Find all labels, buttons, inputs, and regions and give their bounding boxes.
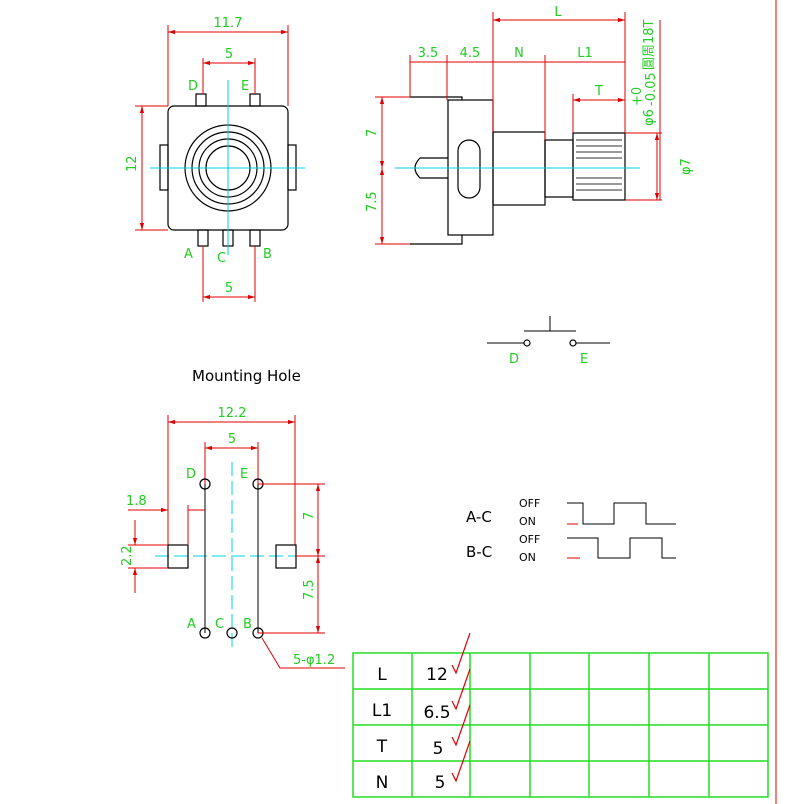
dim-T: T (594, 84, 603, 99)
dim-phi6: φ6 (642, 109, 657, 126)
dim-pin-bottom: 5 (225, 281, 233, 296)
side-view: L 3.5 4.5 N L1 T 7 7.5 φ7 φ6 +0 -0.05 圓周… (365, 5, 694, 245)
table-cell-name: N (376, 773, 389, 793)
dim-N: N (514, 46, 524, 61)
dim-7-5: 7.5 (365, 191, 380, 212)
check-marks (451, 632, 471, 783)
waveform: A-C OFF ON B-C OFF ON (466, 497, 676, 564)
table-cell-value: 6.5 (423, 703, 450, 723)
dim-3-5: 3.5 (418, 46, 439, 61)
dim-width: 11.7 (214, 16, 243, 31)
hole-label-c: C (215, 617, 224, 632)
tolerance-lower: -0.05 (644, 72, 659, 106)
pin-label-a: A (184, 247, 193, 262)
table-cell-name: L1 (372, 701, 392, 721)
pin-label-b: B (263, 247, 272, 262)
tolerance-upper: +0 (630, 87, 645, 106)
dim-12-2: 12.2 (218, 406, 247, 421)
pin-label-c: C (217, 251, 226, 266)
dim-7: 7 (365, 129, 380, 137)
waveform-on: ON (519, 515, 536, 528)
waveform-on: ON (519, 551, 536, 564)
switch-label-e: E (580, 352, 588, 367)
dim-1-8: 1.8 (126, 494, 147, 509)
waveform-label-bc: B-C (466, 543, 492, 561)
dim-height: 12 (125, 155, 140, 172)
table-cell-value: 5 (433, 739, 444, 759)
switch-symbol: D E (487, 316, 610, 367)
waveform-off: OFF (519, 497, 540, 510)
dim-phi7: φ7 (679, 158, 694, 175)
mounting-title: Mounting Hole (192, 367, 301, 385)
dim-7: 7 (302, 512, 317, 520)
table-cell-value: 12 (426, 665, 448, 685)
dim-4-5: 4.5 (460, 46, 481, 61)
pin-label-e: E (241, 79, 249, 94)
hole-label-e: E (240, 467, 248, 482)
hole-label-d: D (186, 467, 196, 482)
dim-7-5: 7.5 (302, 579, 317, 600)
knurl-note: 圓周18T (642, 19, 657, 70)
hole-label-b: B (243, 617, 252, 632)
table-cell-name: T (376, 737, 388, 757)
dim-L1: L1 (577, 46, 593, 61)
dim-L: L (554, 5, 562, 20)
waveform-off: OFF (519, 533, 540, 546)
mounting-hole-view: Mounting Hole 12.2 5 D E A C B 1.8 2.2 7… (120, 367, 345, 669)
dim-2-2: 2.2 (120, 545, 135, 566)
dim-pin-top: 5 (225, 47, 233, 62)
dim-holes: 5-φ1.2 (293, 653, 335, 668)
switch-label-d: D (509, 352, 519, 367)
table-cell-value: 5 (435, 773, 446, 793)
waveform-label-ac: A-C (466, 508, 492, 526)
hole-label-a: A (187, 617, 196, 632)
dimension-table: L 12 L1 6.5 T 5 N 5 (352, 632, 769, 798)
dim-5: 5 (228, 432, 236, 447)
table-cell-name: L (377, 665, 387, 685)
top-view: 11.7 5 D E 12 A C B 5 (125, 16, 305, 302)
pin-label-d: D (188, 79, 198, 94)
